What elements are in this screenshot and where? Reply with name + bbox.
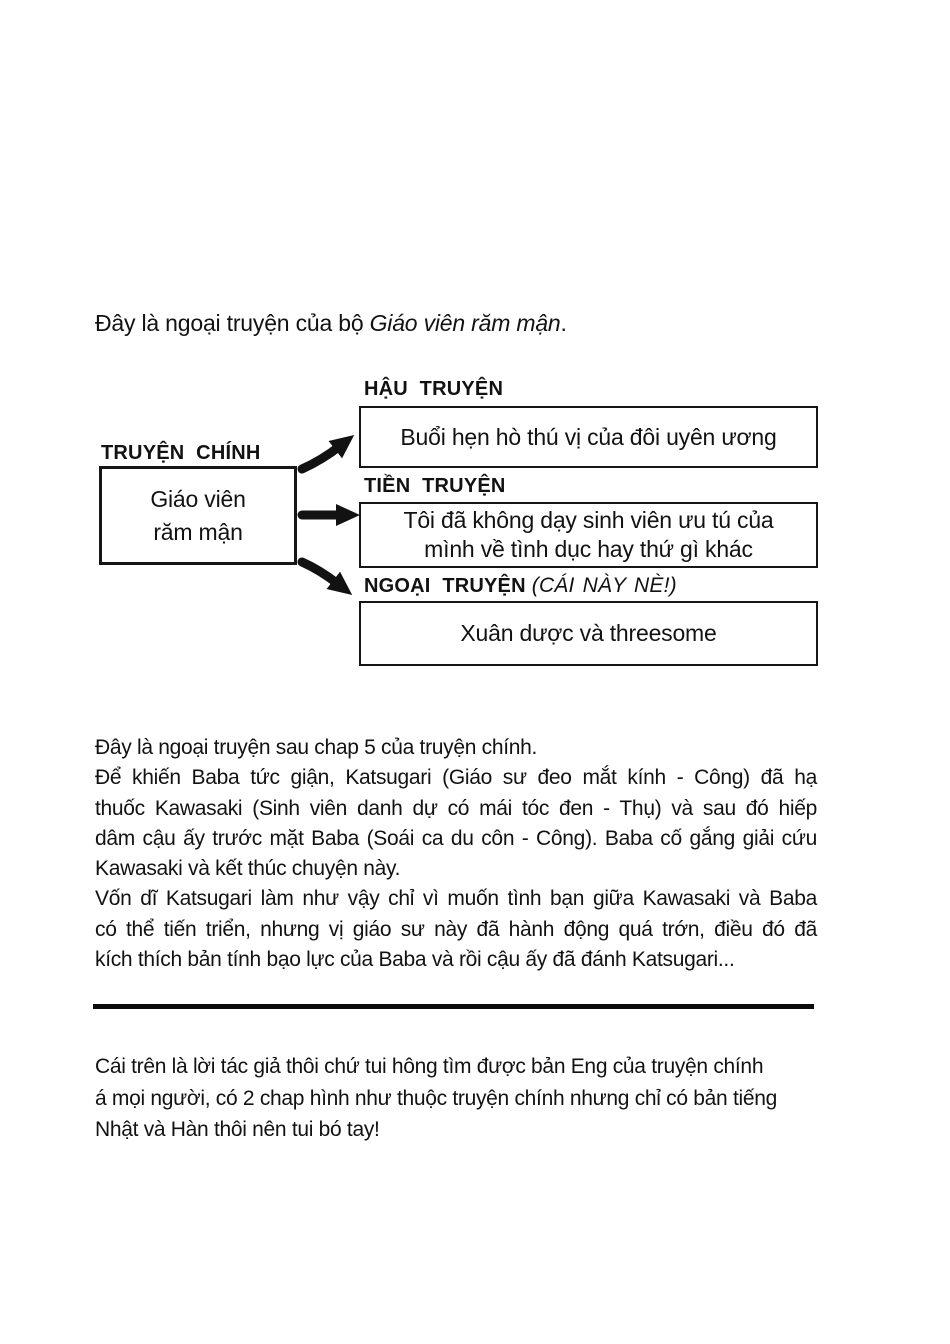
arrow-to-sequel-icon (297, 434, 355, 474)
intro-sentence: Đây là ngoại truyện của bộ Giáo viên răm… (95, 310, 567, 337)
side-story-box-text: Xuân dược và threesome (460, 620, 717, 646)
label-main-story: TRUYỆN CHÍNH (101, 442, 261, 464)
intro-prefix: Đây là ngoại truyện của bộ (95, 310, 370, 336)
synopsis-line: Vốn dĩ Katsugari làm như vậy chỉ vì muốn… (95, 887, 817, 911)
synopsis-line: Kawasaki và kết thúc chuyện này. (95, 857, 401, 881)
label-sequel: HẬU TRUYỆN (364, 378, 504, 400)
prequel-box-line2: mình về tình dục hay thứ gì khác (424, 536, 753, 562)
main-story-line2: răm mận (153, 518, 243, 545)
synopsis-line: thuốc Kawasaki (Sinh viên danh dự có mái… (95, 796, 817, 820)
synopsis-line: kích thích bản tính bạo lực của Baba và … (95, 948, 735, 972)
label-side-story-note: (CÁI NÀY NÈ!) (531, 574, 677, 597)
synopsis-paragraph: Đây là ngoại truyện sau chap 5 của truyệ… (95, 733, 817, 975)
synopsis-line: Đây là ngoại truyện sau chap 5 của truyệ… (95, 736, 538, 759)
sequel-box-text: Buổi hẹn hò thú vị của đôi uyên ương (400, 423, 777, 450)
translator-note-line: á mọi người, có 2 chap hình như thuộc tr… (95, 1086, 777, 1110)
synopsis-line: có thể tiến triển, nhưng vị giáo sư này … (95, 917, 817, 941)
prequel-box: Tôi đã không dạy sinh viên ưu tú của mìn… (359, 502, 818, 568)
translator-note-line: Cái trên là lời tác giả thôi chứ tui hôn… (95, 1055, 764, 1078)
series-title-italic: Giáo viên răm mận (369, 310, 561, 336)
synopsis-line: Để khiến Baba tức giận, Katsugari (Giáo … (95, 766, 817, 790)
side-story-box: Xuân dược và threesome (359, 601, 818, 666)
intro-suffix: . (560, 310, 567, 336)
label-side-story-text: NGOẠI TRUYỆN (364, 575, 526, 597)
synopsis-line: dâm cậu ấy trước mặt Baba (Soái ca du cô… (95, 826, 817, 850)
main-story-box: Giáo viên răm mận (99, 466, 297, 565)
diagram-arrows (297, 434, 360, 596)
main-story-line1: Giáo viên (150, 485, 246, 512)
translator-note-paragraph: Cái trên là lời tác giả thôi chứ tui hôn… (95, 1051, 777, 1146)
label-prequel: TIỀN TRUYỆN (364, 475, 506, 497)
label-side-story: NGOẠI TRUYỆN(CÁI NÀY NÈ!) (364, 574, 677, 598)
translator-note-line: Nhật và Hàn thôi nên tui bó tay! (95, 1118, 380, 1141)
horizontal-divider (93, 1004, 814, 1009)
sequel-box: Buổi hẹn hò thú vị của đôi uyên ương (359, 406, 818, 468)
arrow-to-side-story-icon (297, 557, 353, 596)
prequel-box-line1: Tôi đã không dạy sinh viên ưu tú của (403, 507, 774, 533)
